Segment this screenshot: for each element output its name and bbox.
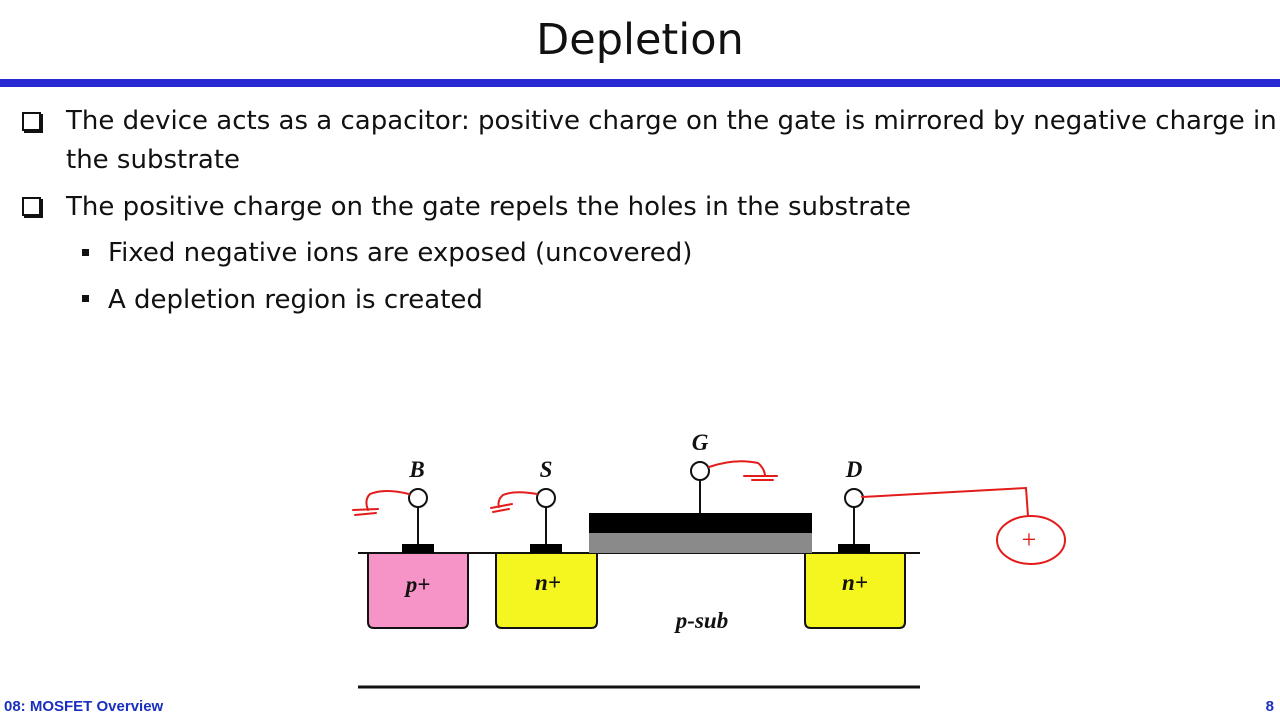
label-gate: G	[692, 430, 709, 455]
gate-metal	[589, 513, 812, 533]
p-plus-region	[367, 552, 469, 629]
drain-contact-pad	[838, 544, 870, 553]
bullet-2: The positive charge on the gate repels t…	[66, 192, 912, 222]
sub-bullet-2: A depletion region is created	[108, 285, 483, 315]
label-p-sub: p-sub	[674, 608, 728, 633]
bullet-checkbox-2	[22, 197, 41, 216]
handwritten-annotations	[352, 460, 1066, 565]
slide-title: Depletion	[536, 15, 744, 65]
sub-bullet-marker-1	[82, 249, 89, 256]
label-n-plus-drain: n+	[842, 570, 868, 595]
source-terminal	[536, 488, 556, 508]
body-contact-pad	[402, 544, 434, 553]
label-p-plus: p+	[404, 572, 431, 597]
sub-bullet-1: Fixed negative ions are exposed (uncover…	[108, 238, 693, 268]
drain-terminal	[844, 488, 864, 508]
title-bar	[0, 79, 1280, 87]
gate-terminal	[690, 461, 710, 481]
label-drain: D	[845, 457, 863, 482]
label-source: S	[540, 457, 553, 482]
sub-bullet-marker-2	[82, 295, 89, 302]
n-plus-source-region	[495, 552, 598, 629]
label-body: B	[408, 457, 424, 482]
footer-course-title: 08: MOSFET Overview	[4, 698, 164, 715]
label-n-plus-source: n+	[535, 570, 561, 595]
bullet-1-line-2: the substrate	[66, 145, 241, 175]
bullet-1-line-1: The device acts as a capacitor: positive…	[66, 106, 1277, 136]
n-plus-drain-region	[804, 552, 906, 629]
source-contact-pad	[530, 544, 562, 553]
footer-page-number: 8	[1265, 698, 1274, 715]
gate-oxide	[589, 533, 812, 553]
bullet-1: The device acts as a capacitor: positive…	[66, 102, 1277, 180]
bullet-checkbox-1	[22, 112, 41, 131]
body-terminal	[408, 488, 428, 508]
annotation-plus: +	[1022, 525, 1037, 554]
